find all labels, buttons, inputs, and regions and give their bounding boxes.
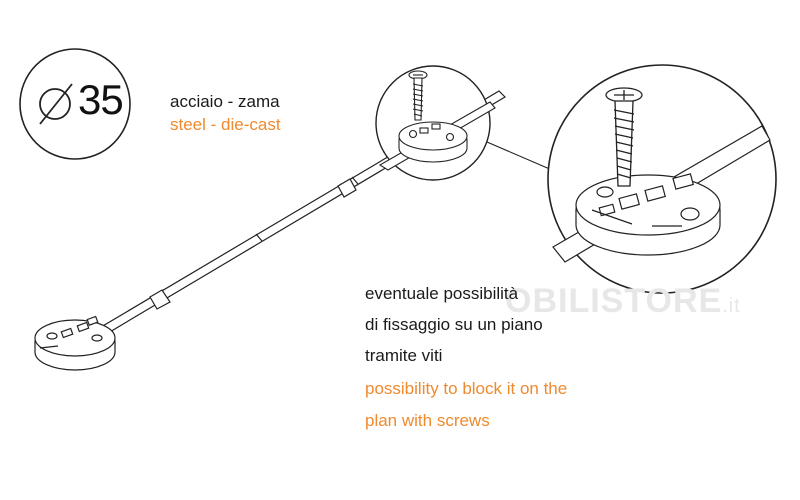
connector-disc-icon: [378, 101, 496, 171]
screw-icon: [408, 70, 428, 121]
diameter-badge: [19, 48, 131, 160]
description-en-line-1: possibility to block it on the: [365, 379, 568, 398]
connector-disc-icon: [34, 315, 116, 371]
material-en: steel - die-cast: [170, 115, 281, 134]
description-it-line-3: tramite viti: [365, 346, 443, 365]
connector-disc-icon: [575, 173, 721, 256]
watermark-main: OBILISTORE: [505, 282, 723, 320]
callout-line: [486, 141, 553, 171]
material-it: acciaio - zama: [170, 92, 280, 111]
description-it-line-2: di fissaggio su un piano: [365, 315, 543, 334]
description-it-line-1: eventuale possibilità: [365, 284, 519, 303]
watermark-tld: .it: [722, 295, 741, 317]
watermark: OBILISTORE.it: [505, 282, 741, 321]
diameter-value: 35: [78, 76, 124, 123]
description-en-line-2: plan with screws: [365, 411, 490, 430]
diameter-symbol-icon: [39, 83, 73, 125]
screw-icon: [605, 87, 643, 187]
